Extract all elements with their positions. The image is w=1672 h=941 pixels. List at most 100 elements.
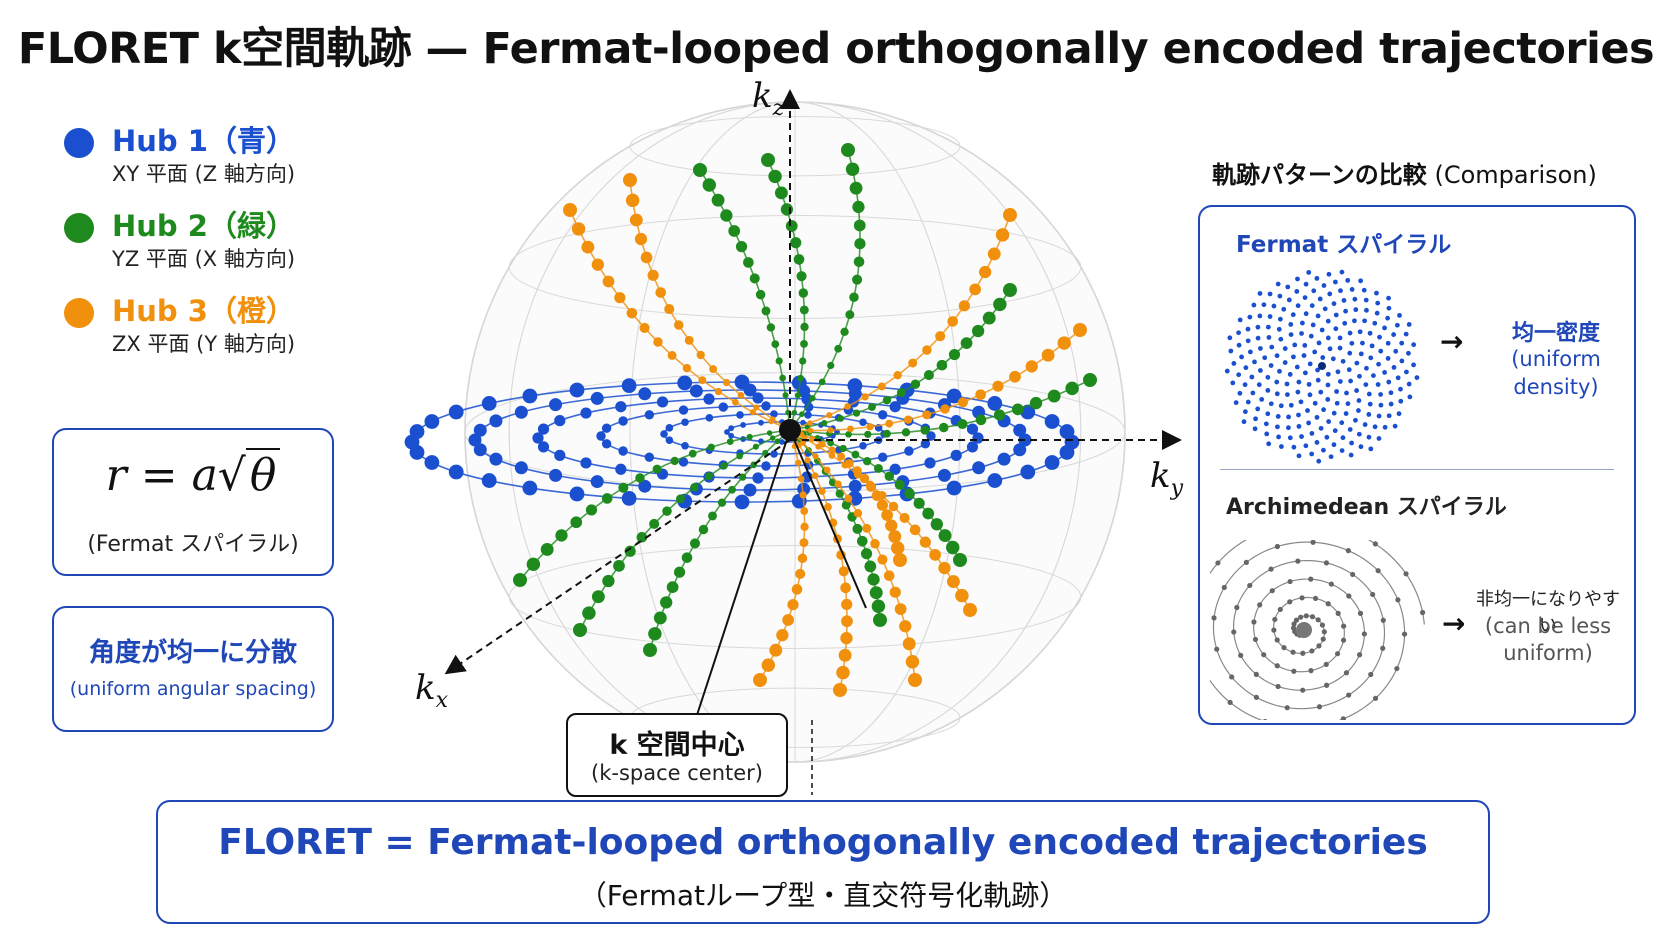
fermat-point	[1333, 312, 1339, 318]
sample-point	[780, 203, 794, 216]
sample-point	[851, 450, 860, 459]
sample-point	[798, 288, 809, 298]
sample-point	[665, 436, 674, 444]
archimedean-point	[1323, 661, 1329, 667]
fermat-point	[1292, 342, 1298, 348]
hub-3-arm	[623, 173, 791, 431]
fermat-point	[1257, 313, 1263, 319]
sample-point	[1029, 396, 1043, 410]
fermat-point	[1385, 340, 1391, 346]
sample-point	[775, 357, 783, 365]
fermat-point	[1406, 322, 1412, 327]
archimedean-point	[1368, 671, 1374, 678]
sample-point	[707, 443, 715, 451]
sample-point	[797, 374, 805, 382]
archimedean-point	[1341, 623, 1347, 629]
sample-point	[714, 387, 723, 396]
fermat-point	[1330, 356, 1336, 362]
sample-point	[1083, 373, 1097, 387]
fermat-point	[1274, 353, 1280, 359]
fermat-point	[1278, 444, 1284, 449]
fermat-point	[1259, 396, 1265, 402]
archimedean-point	[1252, 636, 1259, 643]
fermat-point	[1325, 371, 1331, 377]
fermat-point	[1375, 382, 1381, 387]
sample-point	[923, 370, 934, 381]
archimedean-point	[1234, 604, 1240, 611]
fermat-point	[1358, 351, 1364, 357]
fermat-point	[1257, 368, 1263, 373]
sample-point	[853, 256, 865, 268]
sample-point	[489, 414, 503, 428]
archimedean-point	[1229, 674, 1235, 680]
nonuniform-title: 非均一になりやすい	[1476, 589, 1620, 636]
hub-3-arm	[789, 323, 1087, 434]
fermat-point	[1334, 400, 1340, 406]
fermat-point	[1287, 371, 1293, 377]
sample-point	[893, 553, 907, 567]
sample-point	[549, 468, 563, 482]
fermat-point	[1341, 297, 1347, 303]
sample-point	[809, 395, 816, 402]
archimedean-point	[1308, 668, 1314, 674]
sample-point	[861, 393, 869, 401]
sample-point	[840, 582, 851, 594]
fermat-point	[1288, 322, 1294, 327]
fermat-point	[1386, 413, 1392, 419]
fermat-point	[1315, 367, 1320, 373]
fermat-point	[1378, 348, 1384, 354]
archimedean-point	[1251, 619, 1257, 625]
sample-point	[601, 423, 612, 433]
fermat-point	[1398, 386, 1403, 392]
sample-point	[481, 396, 497, 411]
sample-point	[838, 648, 852, 662]
sample-point	[993, 297, 1007, 312]
archimedean-point	[1394, 665, 1400, 672]
fermat-point	[1303, 311, 1309, 317]
fermat-point	[1342, 320, 1348, 326]
sample-point	[845, 162, 860, 176]
sample-point	[948, 348, 961, 361]
hub-2-arm	[789, 373, 1097, 438]
fermat-point	[1339, 420, 1345, 426]
sample-point	[640, 251, 653, 264]
sample-point	[424, 455, 440, 470]
sample-point	[913, 497, 925, 509]
sample-point	[919, 536, 931, 548]
fermat-point	[1364, 365, 1369, 371]
sample-point	[922, 410, 932, 420]
sample-point	[602, 275, 615, 288]
sample-point	[796, 271, 807, 282]
fermat-label: Fermat スパイラル	[1236, 232, 1452, 258]
fermat-point	[1275, 281, 1281, 287]
sample-point	[790, 237, 802, 249]
fermat-point	[1284, 381, 1290, 387]
angle-title: 角度が均一に分散	[88, 638, 297, 668]
fermat-point	[1382, 370, 1388, 375]
sample-point	[848, 479, 862, 493]
sample-point	[841, 500, 851, 510]
sample-point	[834, 344, 843, 353]
fermat-point	[1343, 308, 1348, 314]
sample-point	[960, 337, 973, 350]
sample-point	[749, 409, 756, 416]
archimedean-point	[1298, 614, 1304, 620]
sample-point	[889, 586, 901, 598]
sample-point	[522, 480, 538, 496]
sample-point	[779, 374, 786, 382]
sample-point	[930, 518, 943, 531]
sample-point	[899, 620, 912, 633]
sample-point	[837, 452, 846, 461]
fermat-point	[1271, 303, 1277, 309]
sample-point	[899, 512, 910, 523]
sample-point	[807, 420, 813, 426]
sample-point	[837, 415, 844, 422]
sample-point	[749, 273, 760, 284]
sample-point	[885, 419, 894, 428]
archimedean-point	[1243, 559, 1249, 566]
sample-point	[580, 457, 592, 469]
fermat-point	[1296, 423, 1302, 429]
fermat-point	[1287, 435, 1293, 441]
sample-point	[795, 568, 806, 579]
